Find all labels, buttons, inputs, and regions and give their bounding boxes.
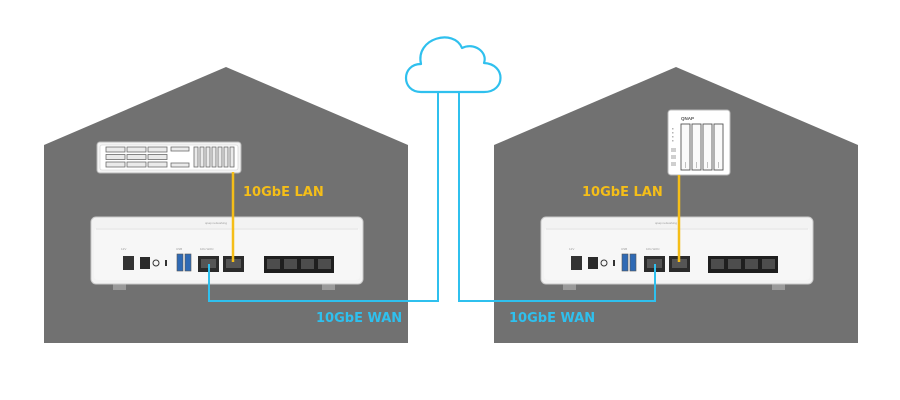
- svg-text:10G WAN: 10G WAN: [646, 247, 659, 251]
- left-lan-label: 10GbE LAN: [243, 185, 324, 200]
- left-rack-server: [96, 141, 242, 174]
- svg-text:USB: USB: [621, 247, 627, 251]
- svg-text:USB: USB: [176, 247, 182, 251]
- right-wan-label: 10GbE WAN: [509, 311, 595, 326]
- nas-brand: QNAP: [681, 116, 694, 121]
- svg-text:12V: 12V: [569, 247, 574, 251]
- right-wan-link: [458, 93, 656, 302]
- left-router: qnap networking 12V USB 10G WAN: [90, 216, 364, 290]
- cloud-icon: [405, 36, 502, 94]
- right-router: qnap networking 12V USB 10G WAN: [540, 216, 814, 290]
- svg-text:12V: 12V: [121, 247, 126, 251]
- svg-text:qnap networking: qnap networking: [205, 221, 227, 225]
- svg-text:qnap networking: qnap networking: [655, 221, 677, 225]
- left-wan-link: [208, 93, 439, 302]
- right-lan-label: 10GbE LAN: [582, 185, 663, 200]
- svg-text:10G WAN: 10G WAN: [200, 247, 213, 251]
- left-wan-label: 10GbE WAN: [316, 311, 402, 326]
- right-tower-nas: QNAP: [667, 109, 731, 176]
